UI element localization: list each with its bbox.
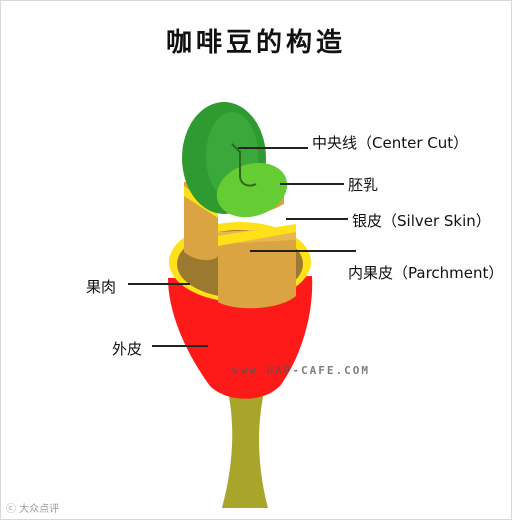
corner-logo: ⓒ 大众点评 xyxy=(6,504,60,515)
label-endosperm: 胚乳 xyxy=(348,176,379,194)
stem xyxy=(222,392,268,508)
label-parchment: 内果皮（Parchment） xyxy=(348,264,504,282)
diagram-title: 咖啡豆的构造 xyxy=(165,28,346,58)
label-pulp: 果肉 xyxy=(86,278,117,296)
outer-skin xyxy=(168,276,313,399)
label-center-cut: 中央线（Center Cut） xyxy=(312,134,469,152)
watermark-text: www.UAP-CAFE.COM xyxy=(232,364,370,377)
label-skin: 外皮 xyxy=(112,340,143,358)
center-cut-line xyxy=(231,143,257,187)
parchment-lower xyxy=(218,228,296,309)
label-silver-skin: 银皮（Silver Skin） xyxy=(352,212,491,230)
endosperm-slice xyxy=(216,162,288,218)
silver-skin-band xyxy=(218,224,296,246)
